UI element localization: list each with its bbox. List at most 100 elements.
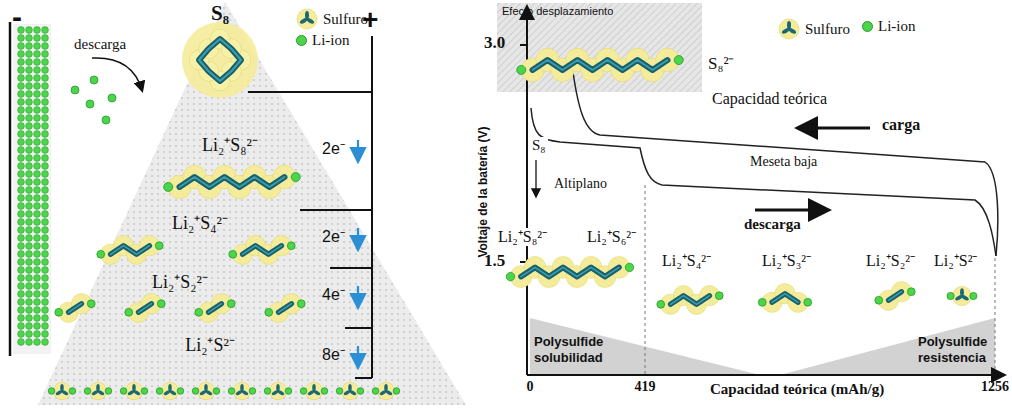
li-ion [42, 315, 49, 322]
li-ion [18, 291, 25, 298]
li-ion [42, 59, 49, 66]
li-ion [18, 323, 25, 330]
li-ion [18, 339, 25, 346]
label: Voltaje de la batería (V) [477, 126, 491, 257]
li-ion [42, 211, 49, 218]
li-ion [26, 115, 33, 122]
label: Li₂⁺S₈²⁻ [496, 228, 549, 246]
li-ion [34, 107, 41, 114]
sulfur-lobe [169, 389, 177, 396]
li-ion [34, 291, 41, 298]
li-ion [26, 43, 33, 50]
sulfur-lobe [960, 288, 964, 296]
li-ion [26, 163, 33, 170]
li-ion [42, 27, 49, 34]
li-ion [26, 211, 33, 218]
li-ion [34, 163, 41, 170]
label: 4e⁻ [322, 286, 345, 304]
legend-item: Li-ion [296, 32, 350, 49]
li-ion [970, 292, 977, 299]
li-ion [26, 67, 33, 74]
label: carga [880, 116, 922, 134]
sulfur-lobe [306, 17, 315, 25]
li-ion [42, 91, 49, 98]
li-ion [34, 307, 41, 314]
li-ion [18, 35, 25, 42]
li-ion [84, 388, 91, 395]
li-ion [42, 283, 49, 290]
li-ion [164, 182, 173, 191]
label: 1256 [981, 379, 1009, 395]
li-ion [227, 300, 235, 308]
li-ion [285, 388, 292, 395]
li-ion [26, 35, 33, 42]
li-ion [97, 250, 105, 258]
li-ion [42, 259, 49, 266]
dashed-guides [645, 185, 995, 375]
li-ion [34, 299, 41, 306]
li-ion [26, 227, 33, 234]
label: 419 [635, 379, 656, 395]
li-ion [18, 211, 25, 218]
sulfur-lobe [313, 389, 321, 396]
li-ion [42, 99, 49, 106]
legend-item: Sulfuro [296, 8, 368, 30]
li-ion [875, 296, 883, 304]
label: Polysulfide resistencia [918, 334, 996, 365]
li-ion [42, 155, 49, 162]
li-ion [42, 139, 49, 146]
li-ion [34, 27, 41, 34]
sulfur-glow [269, 382, 287, 400]
li-ion [34, 115, 41, 122]
li-ion [34, 67, 41, 74]
label: 8e⁻ [322, 346, 345, 364]
li-ion [18, 251, 25, 258]
li-ion [26, 171, 33, 178]
li-ion [291, 173, 300, 182]
sulfur-chain [671, 296, 710, 305]
sulfur-chain [111, 246, 150, 255]
label: Li₂⁺S₆²⁻ [585, 228, 638, 246]
li-ion [34, 323, 41, 330]
li-ion [357, 388, 364, 395]
li-ion [42, 163, 49, 170]
sulfur-chain [111, 246, 150, 255]
li-ion [42, 235, 49, 242]
sulfur-lobe [91, 389, 99, 396]
li-ion [18, 307, 25, 314]
li-ion [393, 388, 400, 395]
li-ion [26, 315, 33, 322]
legend-icon [778, 18, 800, 40]
li-ion [26, 331, 33, 338]
sulfur-lobe [235, 389, 243, 396]
li-ion [42, 75, 49, 82]
sulfur-chain [139, 304, 152, 313]
sulfur-lobe [961, 294, 970, 301]
label: Capacidad teórica [712, 90, 827, 108]
sulfur-chain [243, 246, 282, 255]
sulfur-lobe [133, 389, 141, 396]
sulfur-glow [89, 382, 107, 400]
sulfur-lobe [305, 11, 309, 19]
li-ion [42, 323, 49, 330]
cathode-bracket [248, 36, 372, 378]
li-ion [372, 388, 379, 395]
pyramid [38, 2, 466, 405]
li-ion [34, 331, 41, 338]
label: Li₂⁺S²⁻ [185, 335, 235, 356]
sulfur-lobe [96, 384, 100, 391]
li-ion [141, 388, 148, 395]
li-ion [120, 388, 127, 395]
li-ion [34, 147, 41, 154]
li-ion [34, 187, 41, 194]
li-ion [18, 107, 25, 114]
label: S₈ [530, 137, 548, 154]
sulfur-lobe [55, 389, 63, 396]
li-ion [18, 123, 25, 130]
label: descarga [74, 36, 126, 53]
li-ion [18, 91, 25, 98]
li-ion [26, 179, 33, 186]
li-ion [42, 187, 49, 194]
sulfur-chain [69, 304, 82, 313]
